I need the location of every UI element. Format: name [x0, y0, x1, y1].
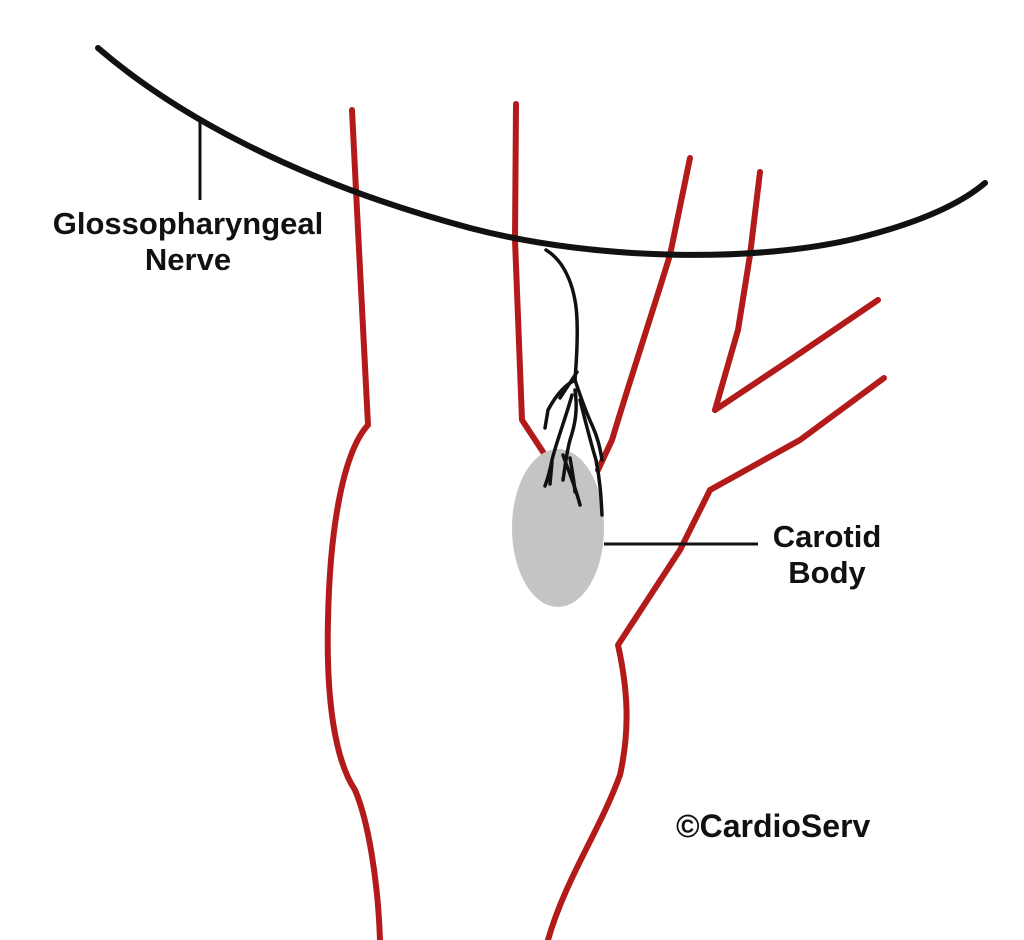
carotid-body-label: Carotid Body — [752, 519, 902, 591]
glossopharyngeal-label-line2: Nerve — [144, 242, 232, 277]
carotid-body-shape — [512, 449, 604, 607]
internal-carotid-left-wall — [512, 101, 548, 458]
internal-carotid-right-wall — [595, 155, 693, 473]
glossopharyngeal-nerve-label: Glossopharyngeal Nerve — [28, 206, 348, 278]
external-carotid-left-wall — [712, 169, 763, 413]
copyright-watermark: ©CardioServ — [676, 808, 871, 844]
common-carotid-right-wall — [545, 375, 887, 940]
carotid-label-line1: Carotid — [772, 519, 882, 554]
carotid-sinus-nerve — [543, 248, 604, 517]
glossopharyngeal-nerve — [95, 45, 988, 258]
left-vessel-outer-wall — [324, 107, 383, 940]
carotid-label-line2: Body — [788, 555, 866, 590]
glossopharyngeal-label-line1: Glossopharyngeal — [52, 206, 324, 241]
external-carotid-upper-branch — [712, 297, 881, 413]
